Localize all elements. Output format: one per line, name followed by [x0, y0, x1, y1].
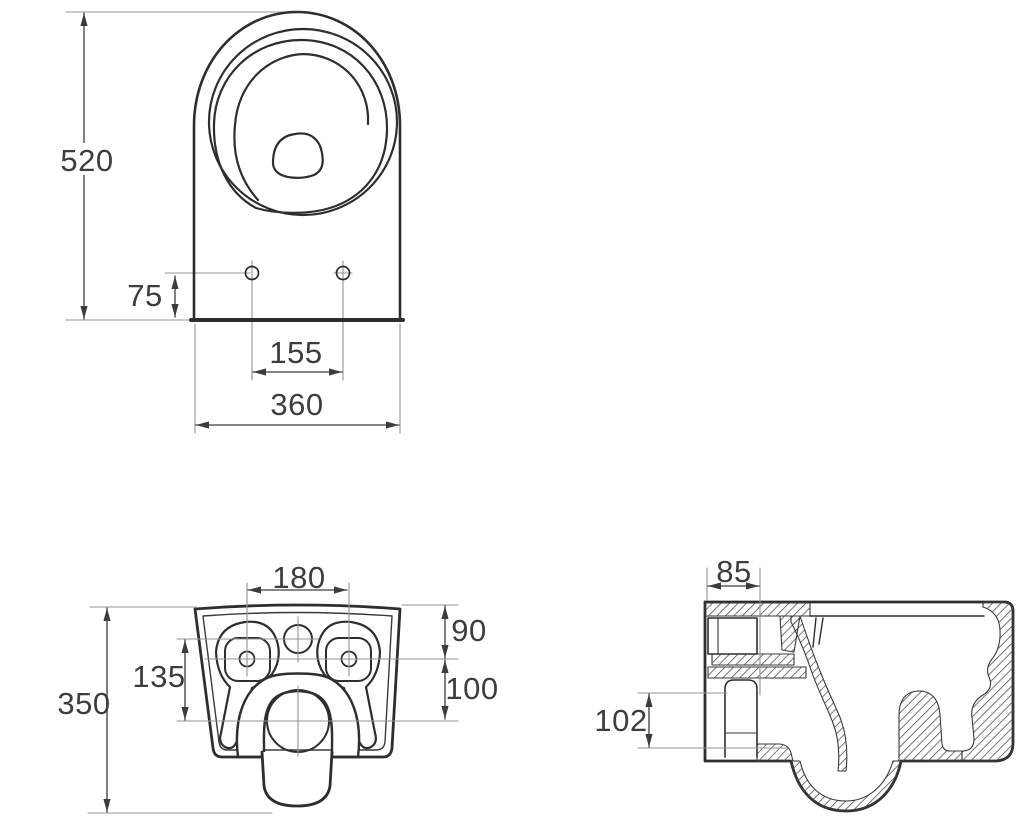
side-extension-lines	[637, 567, 788, 749]
rear-extension-lines	[87, 582, 459, 814]
fixing-box	[707, 617, 758, 655]
rear-outlet-funnel	[260, 750, 334, 808]
dim-plan-width: 360	[195, 387, 400, 429]
dim-label-180: 180	[272, 560, 325, 595]
dim-plan-hole-spacing: 155	[252, 335, 343, 376]
shelf-wall-upper	[711, 653, 795, 666]
rim-wall-section	[704, 602, 811, 617]
seat-hole-right	[335, 265, 351, 281]
dim-rear-bolt-to-outlet: 100	[441, 659, 498, 720]
bowl-back-wall-section	[790, 615, 848, 772]
dim-side-outlet-height: 102	[594, 693, 653, 748]
seat-outer-rim	[207, 27, 399, 217]
dim-plan-depth: 520	[59, 12, 115, 320]
dim-label-350: 350	[57, 686, 110, 721]
shelf-wall-lower	[707, 666, 807, 679]
side-hatched-walls	[704, 601, 1014, 812]
dim-label-75: 75	[127, 278, 162, 313]
dim-label-102: 102	[594, 703, 647, 738]
outlet-shelf-section	[756, 743, 794, 762]
dim-label-155: 155	[269, 335, 322, 370]
outlet-pocket	[724, 679, 758, 758]
bowl-water-edge	[233, 52, 370, 202]
dim-label-135: 135	[132, 659, 185, 694]
rear-inner-outline	[202, 611, 393, 751]
dim-label-85: 85	[716, 554, 751, 589]
dim-plan-hole-offset: 75	[127, 275, 179, 318]
dim-side-fixing-depth: 85	[707, 554, 760, 590]
side-section-view: 85 102	[594, 554, 1015, 813]
drain-hole	[271, 132, 324, 179]
dim-rear-height: 350	[57, 607, 111, 813]
dim-rear-bolt-spacing: 180	[247, 560, 348, 595]
dim-rear-inlet-to-outlet: 135	[132, 639, 189, 721]
flush-hole-line-2	[818, 617, 824, 645]
rear-outer-outline	[193, 603, 402, 759]
plan-view: 520 75 155 360	[59, 10, 405, 434]
bowl-front-wall-section	[961, 601, 1014, 762]
rear-outlet-funnel-fill	[262, 752, 332, 806]
plan-body-outline	[192, 10, 402, 321]
dim-rear-top-to-bolt: 90	[441, 605, 486, 659]
rear-view: 180 350 90 100 135	[57, 560, 498, 814]
seat-hole-left	[244, 265, 260, 281]
dim-label-90: 90	[451, 613, 486, 648]
dim-label-360: 360	[270, 387, 323, 422]
flush-hole-line-1	[812, 617, 817, 648]
dim-label-520: 520	[60, 143, 113, 178]
seat-inner-rim	[212, 38, 389, 214]
trap-riser-section	[898, 690, 963, 762]
dim-label-mask	[59, 143, 115, 175]
dim-label-100: 100	[445, 671, 498, 706]
